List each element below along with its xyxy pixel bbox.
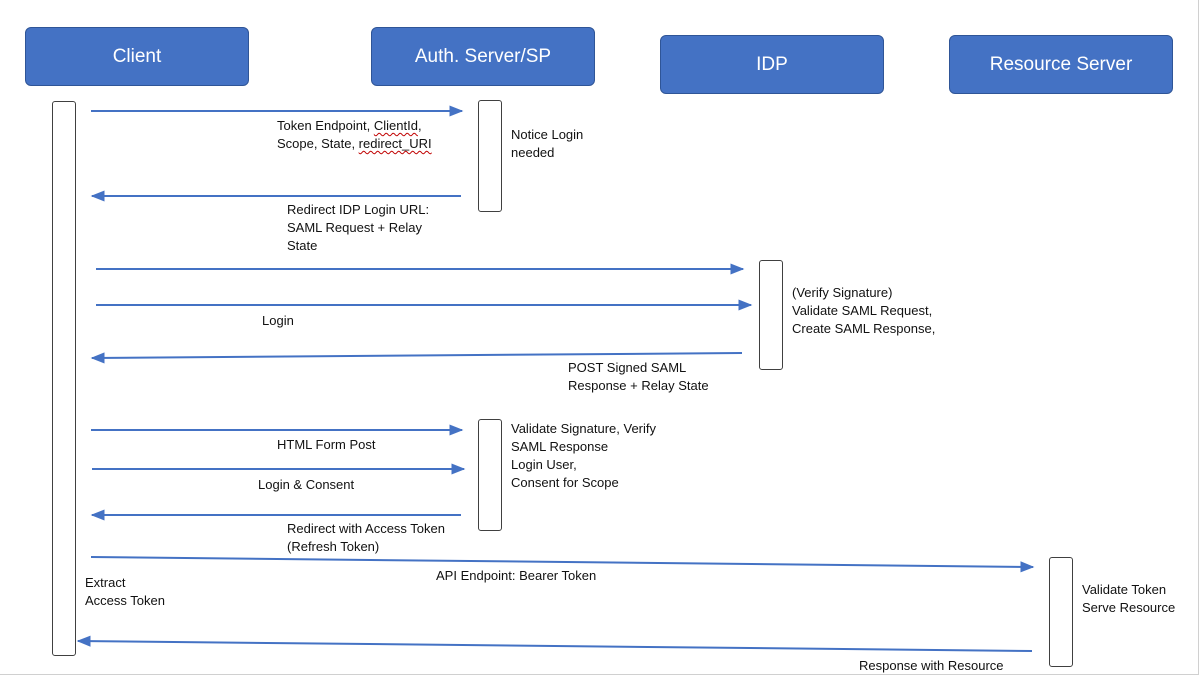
- actor-auth-server: Auth. Server/SP: [371, 27, 595, 86]
- arrow-api-endpoint: [90, 556, 1035, 573]
- resource-activation: [1049, 557, 1073, 667]
- note-validate-serve: Validate Token Serve Resource: [1082, 582, 1176, 615]
- token-request-clientid: ClientId: [373, 118, 418, 133]
- client-activation: [52, 101, 76, 656]
- token-request-line2-a: Scope, State,: [277, 136, 359, 151]
- token-request-line1-a: Token Endpoint,: [277, 118, 374, 133]
- label-token-request: Token Endpoint, ClientId, Scope, State, r…: [277, 117, 432, 153]
- label-response-resource: Response with Resource: [859, 658, 1004, 673]
- label-post-saml: POST Signed SAML Response + Relay State: [568, 360, 709, 393]
- label-html-form-post: HTML Form Post: [277, 437, 376, 452]
- note-idp-verify: (Verify Signature) Validate SAML Request…: [792, 285, 936, 336]
- label-login-consent: Login & Consent: [258, 477, 355, 492]
- auth-activation-2: [478, 419, 502, 531]
- note-notice-login: Notice Login needed: [511, 127, 584, 160]
- token-request-line1-c: ,: [417, 118, 422, 133]
- label-redirect-access-token: Redirect with Access Token (Refresh Toke…: [287, 521, 445, 554]
- label-api-endpoint: API Endpoint: Bearer Token: [436, 568, 597, 583]
- actor-resource-server: Resource Server: [949, 35, 1173, 94]
- idp-activation: [759, 260, 783, 370]
- arrow-response-resource: [76, 635, 1033, 652]
- note-extract-token: Extract Access Token: [85, 575, 165, 608]
- actor-idp: IDP: [660, 35, 884, 94]
- label-login: Login: [262, 313, 294, 328]
- actor-client: Client: [25, 27, 249, 86]
- note-auth-validate: Validate Signature, Verify SAML Response…: [511, 421, 657, 490]
- token-request-redirect-uri: redirect_URI: [358, 136, 432, 151]
- auth-activation-1: [478, 100, 502, 212]
- arrow-post-saml: [90, 352, 743, 364]
- label-redirect-idp: Redirect IDP Login URL: SAML Request + R…: [287, 202, 430, 253]
